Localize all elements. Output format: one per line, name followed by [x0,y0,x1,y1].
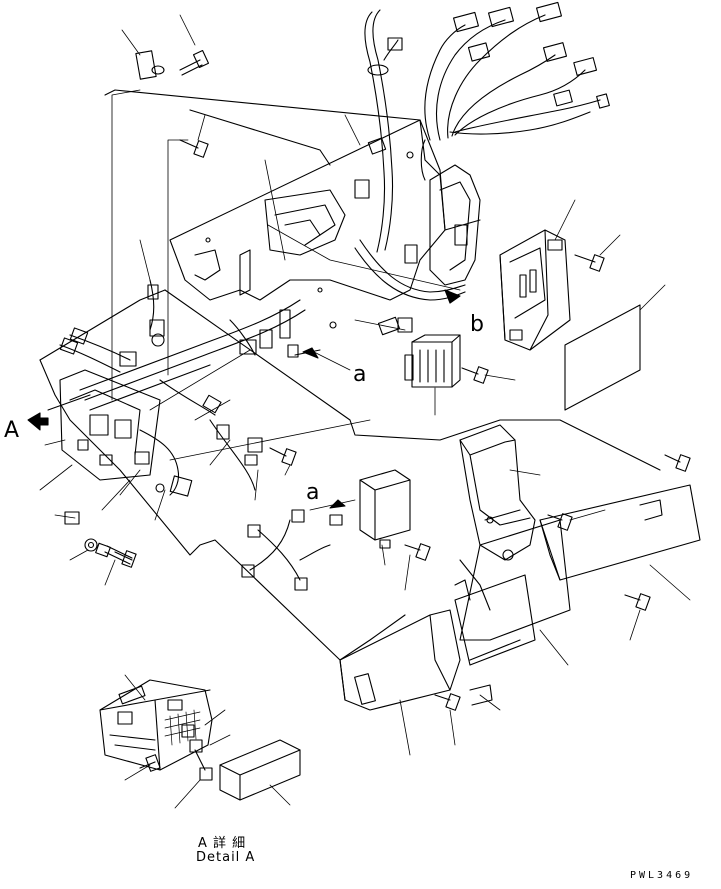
control-module [359,469,411,549]
detail-a-connector [99,679,301,801]
bolt-3 [574,254,605,272]
callout-a-upper: a [353,362,367,387]
view-a-label: A [4,418,20,443]
bolt-11 [114,550,137,568]
bolt-5 [269,447,297,466]
bolt-8 [404,543,431,561]
bolt-12 [139,754,161,772]
callout-arrows[interactable] [27,289,461,509]
main-harness [59,279,413,491]
bolts [114,49,691,772]
relay-unit [404,334,461,388]
loose-parts [64,511,133,565]
callout-b: b [470,312,484,337]
drawing-id: PWL3469 [630,870,694,881]
bolt-2 [179,139,209,158]
detail-a-title-en: Detail A [196,850,256,865]
floor-plate [39,89,661,661]
clip-top [135,50,165,80]
rear-panel [169,119,446,329]
bolt-4 [461,366,489,384]
harness-bracket [354,164,481,301]
upper-harness [364,1,610,253]
callout-a-lower: a [306,480,320,505]
routing-lines [111,89,461,511]
bolt-top [179,49,210,76]
controller-unit [499,229,571,351]
label-sheet [564,304,641,411]
bolt-9 [624,593,651,611]
left-bracket [47,369,193,497]
bolt-6 [664,454,691,472]
detail-a-title-jp: A 詳 細 [198,836,247,851]
bolt-10 [434,693,461,711]
leader-lines [39,14,691,809]
bolt-7 [547,513,573,531]
air-duct [339,424,701,711]
sub-harness [241,509,343,591]
